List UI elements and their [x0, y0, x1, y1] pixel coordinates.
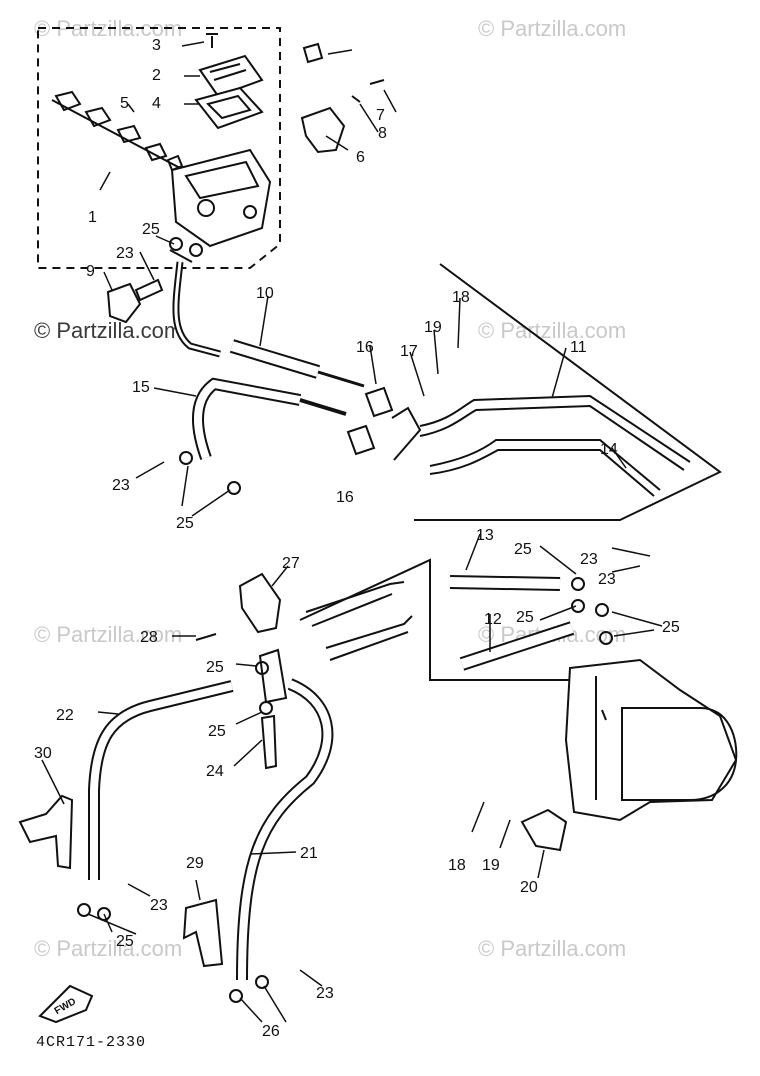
callout-30: 30 [34, 745, 52, 762]
bracket-29 [18, 794, 74, 870]
callout-23: 23 [316, 985, 334, 1002]
callout-26: 26 [262, 1023, 280, 1040]
brake-hose-22 [88, 680, 234, 880]
callout-16: 16 [356, 339, 374, 356]
callout-23: 23 [598, 571, 616, 588]
callout-22: 22 [56, 707, 74, 724]
callout-25: 25 [208, 723, 226, 740]
callout-25: 25 [206, 659, 224, 676]
callout-17: 17 [400, 343, 418, 360]
callout-23: 23 [112, 477, 130, 494]
leader-lines [41, 41, 663, 1023]
watermark: © Partzilla.com [34, 318, 183, 343]
callout-25: 25 [142, 221, 160, 238]
callout-21: 21 [300, 845, 318, 862]
callout-27: 27 [282, 555, 300, 572]
banjo-fitting [106, 282, 142, 324]
callout-8: 8 [378, 125, 387, 142]
callout-2: 2 [152, 67, 161, 84]
callout-4: 4 [152, 95, 161, 112]
callout-1: 1 [88, 209, 97, 226]
holder [300, 106, 346, 154]
brake-pipe-13 [305, 581, 405, 627]
master-cylinder-group-box [37, 27, 281, 269]
callout-24: 24 [206, 763, 224, 780]
callout-18: 18 [448, 857, 466, 874]
callout-5: 5 [120, 95, 129, 112]
diaphragm [194, 86, 264, 130]
callout-29: 29 [186, 855, 204, 872]
bracket-28 [182, 898, 224, 968]
callout-16: 16 [336, 489, 354, 506]
fwd-arrow [38, 984, 94, 1024]
brake-pipe-14 [429, 439, 661, 491]
watermark: © Partzilla.com [478, 936, 627, 961]
callout-25: 25 [662, 619, 680, 636]
callout-19: 19 [482, 857, 500, 874]
watermark: © Partzilla.com [478, 16, 627, 41]
rear-caliper [564, 658, 738, 822]
watermark: © Partzilla.com [34, 622, 183, 647]
callout-3: 3 [152, 37, 161, 54]
callout-25: 25 [516, 609, 534, 626]
callout-23: 23 [150, 897, 168, 914]
callout-23: 23 [580, 551, 598, 568]
brake-pipe-11 [419, 394, 691, 463]
callout-6: 6 [356, 149, 365, 166]
callout-25: 25 [116, 933, 134, 950]
clamp [520, 808, 568, 852]
callout-23: 23 [116, 245, 134, 262]
callout-12: 12 [484, 611, 502, 628]
master-cylinder-body [170, 148, 272, 248]
callout-10: 10 [256, 285, 274, 302]
callout-18: 18 [452, 289, 470, 306]
callout-25: 25 [176, 515, 194, 532]
callout-14: 14 [600, 441, 618, 458]
callout-19: 19 [424, 319, 442, 336]
callout-25: 25 [514, 541, 532, 558]
piston-kit [54, 90, 184, 172]
watermark: © Partzilla.com [34, 936, 183, 961]
callout-11: 11 [570, 339, 587, 356]
callout-20: 20 [520, 879, 538, 896]
callout-15: 15 [132, 379, 150, 396]
brake-joint [238, 572, 282, 634]
brake-pipe-12 [325, 615, 413, 661]
washers [77, 237, 613, 1003]
diagram-code: 4CR171-2330 [36, 1034, 147, 1051]
reservoir-cap [198, 54, 264, 98]
callout-7: 7 [376, 107, 385, 124]
watermark: © Partzilla.com [478, 318, 627, 343]
callout-9: 9 [86, 263, 95, 280]
callout-layer: 1234567891011121314151616171818191920212… [34, 37, 680, 1040]
brake-hose-21 [236, 678, 334, 981]
callout-28: 28 [140, 629, 158, 646]
callout-13: 13 [476, 527, 494, 544]
